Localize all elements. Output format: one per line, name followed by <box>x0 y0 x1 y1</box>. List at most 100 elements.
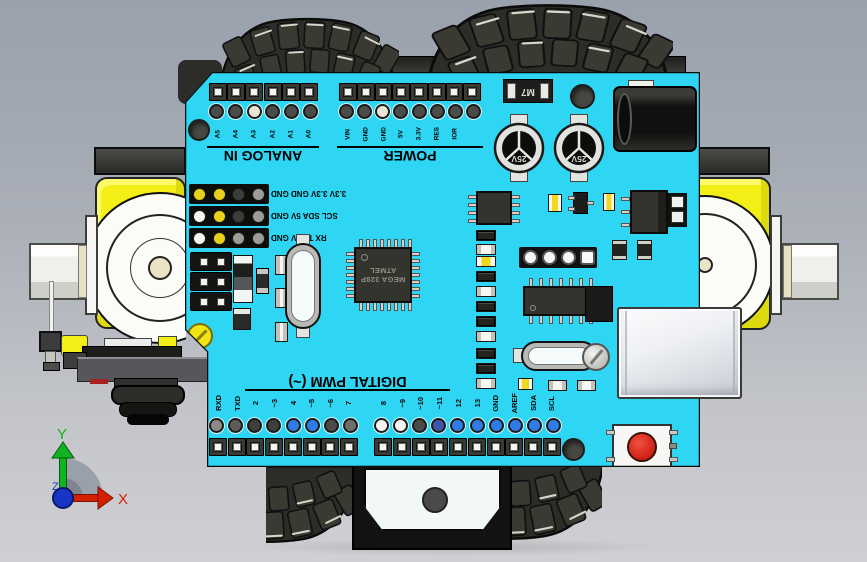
crystal-oscillator <box>285 243 321 329</box>
digital-header-right[interactable] <box>374 437 561 456</box>
jumper-block-1[interactable] <box>190 252 232 271</box>
reset-button-cap[interactable] <box>627 432 657 462</box>
io-row-2[interactable] <box>189 206 269 226</box>
solder-pad <box>227 103 243 119</box>
smd-diode <box>612 240 627 260</box>
smd-cap <box>476 331 496 342</box>
antenna-base <box>43 362 60 371</box>
power-header[interactable] <box>339 82 481 101</box>
analog-header[interactable] <box>209 82 318 101</box>
diode-m7: M7 <box>503 79 553 103</box>
analog-pads <box>209 103 318 119</box>
camera-lens-ring3 <box>127 414 169 425</box>
button-leg <box>606 430 615 435</box>
digital-right-pads <box>374 417 561 434</box>
solder-pad <box>469 418 485 433</box>
camera-red-accent-1 <box>90 379 108 384</box>
pin-socket <box>209 437 227 456</box>
solder-pad <box>302 103 318 119</box>
jumper-block-3[interactable] <box>190 292 232 311</box>
smd-cap <box>476 244 496 255</box>
solder-pad <box>412 418 428 433</box>
digital-header-left[interactable] <box>209 437 358 456</box>
led-array <box>519 247 597 268</box>
pin1-dot <box>361 254 368 261</box>
pin-socket <box>410 82 428 101</box>
pin-socket <box>463 82 481 101</box>
svg-text:25V: 25V <box>571 154 586 164</box>
smd-diode <box>637 240 652 260</box>
solder-pad <box>212 187 226 201</box>
solder-pad <box>450 418 466 433</box>
power-label: POWER <box>337 146 483 165</box>
smd-resistor <box>476 271 496 282</box>
tire-bottom-left[interactable] <box>266 461 356 547</box>
pin-socket <box>449 437 468 456</box>
solder-pad <box>228 418 244 433</box>
smd-resistor <box>476 348 496 359</box>
io-row-3[interactable] <box>189 228 269 248</box>
left-motor-housing[interactable] <box>94 147 186 175</box>
smd-cap <box>577 380 596 391</box>
inductor <box>233 255 253 303</box>
left-wheel-hub <box>148 256 172 280</box>
orientation-triad[interactable]: X Y Z <box>26 426 146 532</box>
solder-pad <box>429 103 445 119</box>
pin-socket <box>467 437 486 456</box>
pin-socket <box>283 437 302 456</box>
pin-socket <box>263 82 282 101</box>
capacitor-small <box>233 308 251 330</box>
power-jack[interactable] <box>613 86 697 152</box>
z-axis: Z <box>52 481 74 509</box>
pin-socket <box>245 82 264 101</box>
right-motor-housing[interactable] <box>686 147 770 175</box>
mount-screw-silver <box>582 343 610 371</box>
battery-box[interactable] <box>352 461 512 550</box>
digital-pwm-label: DIGITAL PWM (~) <box>245 371 450 391</box>
solder-pad <box>465 103 481 119</box>
io-row-1[interactable] <box>189 184 269 204</box>
board-outline <box>185 72 700 467</box>
solder-pad <box>266 418 282 433</box>
pin-socket <box>227 82 246 101</box>
pin-socket <box>392 82 410 101</box>
antenna-block <box>39 331 62 352</box>
jumper-block-2[interactable] <box>190 272 232 291</box>
pin-socket <box>374 82 393 101</box>
tire-bottom-right[interactable] <box>498 456 602 552</box>
solder-pad <box>251 209 265 223</box>
led <box>542 250 557 265</box>
pin-socket <box>299 82 318 101</box>
solder-pad <box>232 231 246 245</box>
solder-pad <box>323 418 339 433</box>
solder-pad <box>447 103 463 119</box>
solder-pad <box>193 231 206 245</box>
solder-pad <box>212 209 226 223</box>
edge-connector <box>668 193 687 227</box>
solder-pad <box>209 418 224 433</box>
pin-socket <box>246 437 265 456</box>
left-wheel[interactable] <box>84 177 186 347</box>
solder-pad <box>232 187 246 201</box>
pin1-dot <box>530 305 536 311</box>
usb-seam <box>625 311 627 395</box>
solder-pad <box>488 418 504 433</box>
left-motor[interactable] <box>29 243 86 300</box>
solder-pad <box>285 418 301 433</box>
capacitor-25v-2: 25V <box>553 122 605 174</box>
reset-button[interactable] <box>606 424 678 467</box>
pin-socket <box>505 437 524 456</box>
button-leg <box>669 430 678 435</box>
pin-socket <box>339 82 357 101</box>
digital-left-pads <box>209 417 358 434</box>
led <box>580 250 595 265</box>
smd-resistor <box>476 363 496 374</box>
solder-pad <box>339 103 354 119</box>
camera-plate[interactable] <box>77 357 208 382</box>
usb-seam <box>733 311 735 395</box>
y-axis-label: Y <box>57 426 67 443</box>
usb-connector[interactable] <box>617 307 742 399</box>
